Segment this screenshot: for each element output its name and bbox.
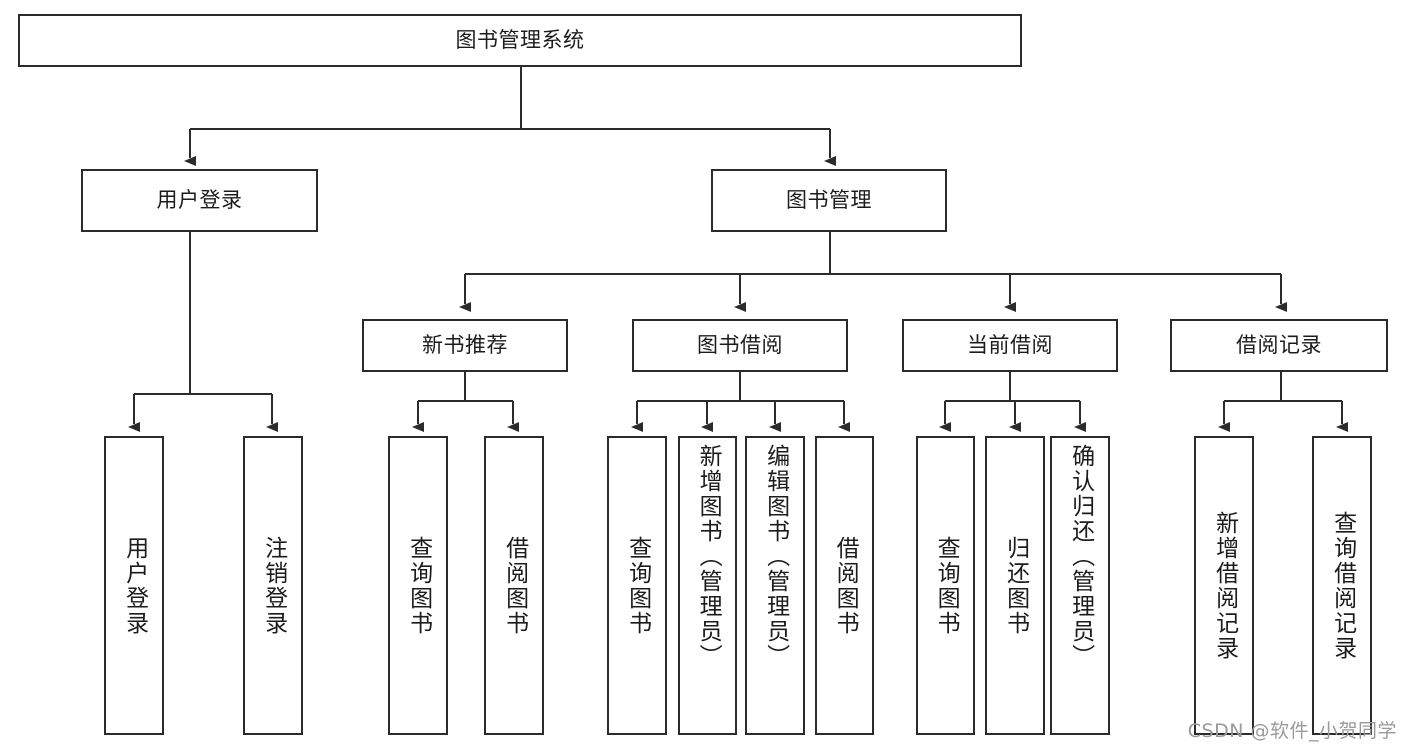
- node-leaf-add-book-admin[interactable]: 新增图书（管理员）: [678, 436, 737, 735]
- node-label: 新书推荐: [422, 333, 508, 358]
- node-label: 新增借阅记录: [1211, 510, 1238, 661]
- node-label: 查询图书: [405, 535, 432, 636]
- node-label: 查询借阅记录: [1329, 510, 1356, 661]
- node-book-borrow[interactable]: 图书借阅: [632, 319, 848, 372]
- node-label: 确认归还（管理员）: [1067, 444, 1094, 669]
- node-label: 用户登录: [156, 188, 243, 213]
- csdn-watermark: CSDN @软件_小贺同学: [1187, 720, 1397, 742]
- node-leaf-borrow-book[interactable]: 借阅图书: [815, 436, 874, 735]
- node-label: 归还图书: [1002, 535, 1029, 636]
- node-label: 查询图书: [624, 535, 651, 636]
- node-label: 查询图书: [933, 535, 960, 636]
- node-leaf-add-borrow-record[interactable]: 新增借阅记录: [1194, 436, 1254, 735]
- node-leaf-user-logout[interactable]: 注销登录: [243, 436, 303, 735]
- node-new-book-recommend[interactable]: 新书推荐: [362, 319, 568, 372]
- node-borrow-record[interactable]: 借阅记录: [1170, 319, 1388, 372]
- node-label: 借阅图书: [501, 535, 528, 636]
- node-current-borrow[interactable]: 当前借阅: [902, 319, 1118, 372]
- node-leaf-borrow-book-recommend[interactable]: 借阅图书: [484, 436, 544, 735]
- node-label: 借阅图书: [832, 535, 859, 636]
- node-leaf-query-book-borrow[interactable]: 查询图书: [607, 436, 667, 735]
- node-leaf-query-book-recommend[interactable]: 查询图书: [388, 436, 448, 735]
- node-leaf-query-borrow-record[interactable]: 查询借阅记录: [1312, 436, 1372, 735]
- node-label: 编辑图书（管理员）: [762, 444, 789, 669]
- node-label: 新增图书（管理员）: [695, 444, 722, 669]
- node-label: 用户登录: [121, 535, 148, 636]
- node-user-login[interactable]: 用户登录: [81, 169, 318, 232]
- node-label: 借阅记录: [1236, 333, 1322, 358]
- node-label: 当前借阅: [967, 333, 1053, 358]
- node-root-book-management-system[interactable]: 图书管理系统: [18, 14, 1022, 67]
- node-leaf-confirm-return-admin[interactable]: 确认归还（管理员）: [1050, 436, 1110, 735]
- node-label: 图书管理: [786, 188, 872, 213]
- node-label: 图书借阅: [697, 333, 783, 358]
- node-leaf-return-book[interactable]: 归还图书: [985, 436, 1045, 735]
- node-leaf-query-book-current[interactable]: 查询图书: [916, 436, 975, 735]
- node-leaf-edit-book-admin[interactable]: 编辑图书（管理员）: [745, 436, 805, 735]
- node-book-management[interactable]: 图书管理: [711, 169, 947, 232]
- node-label: 注销登录: [260, 535, 287, 636]
- node-leaf-user-login[interactable]: 用户登录: [104, 436, 164, 735]
- node-label: 图书管理系统: [455, 28, 585, 53]
